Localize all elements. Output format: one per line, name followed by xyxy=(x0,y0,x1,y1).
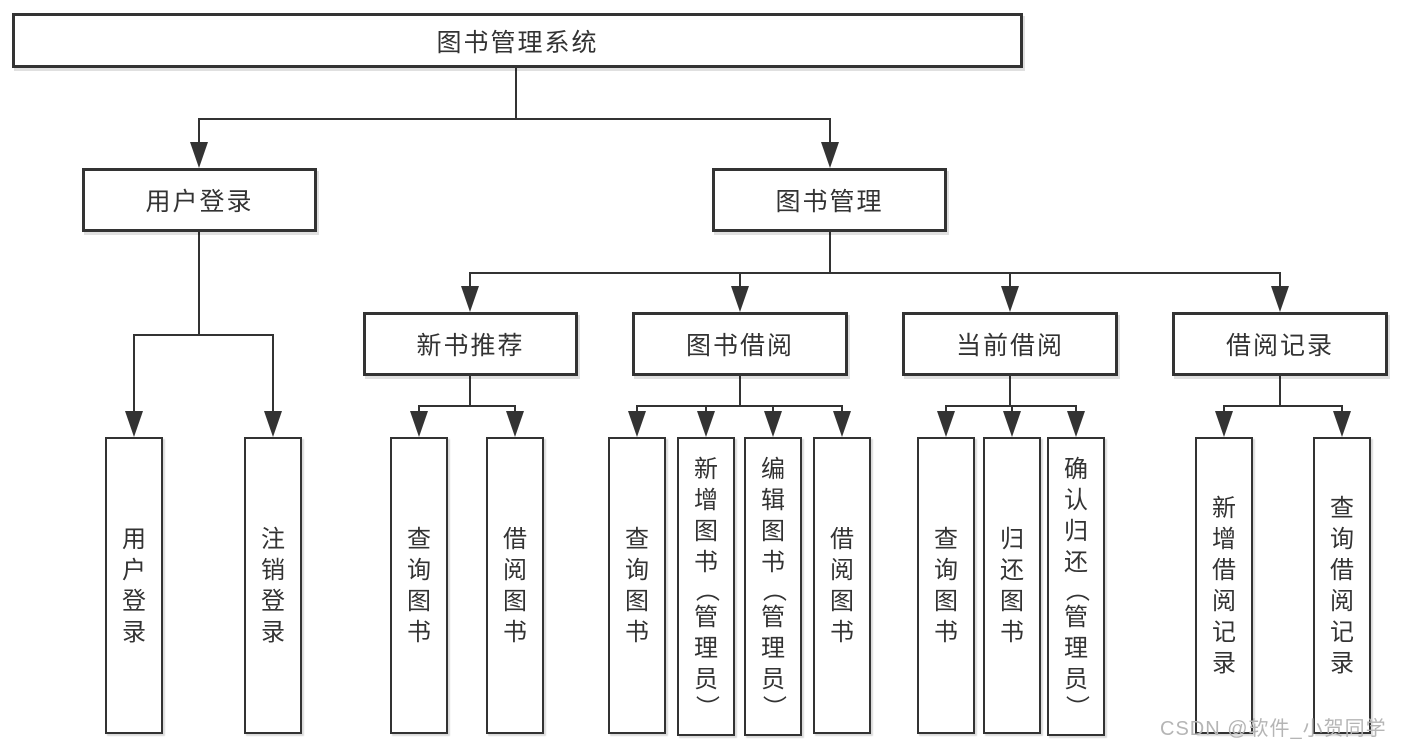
connector-line xyxy=(1009,376,1011,407)
leaf-add-borrow-record: 新增借阅记录 xyxy=(1195,437,1253,734)
arrow-down-icon xyxy=(628,411,646,437)
connector-line xyxy=(469,272,471,288)
leaf-edit-books-admin: 编辑图书（管理员） xyxy=(744,437,802,736)
connector-line xyxy=(470,272,1281,274)
connector-line xyxy=(841,405,843,413)
connector-line xyxy=(739,376,741,407)
connector-line xyxy=(1341,405,1343,413)
arrow-down-icon xyxy=(764,411,782,437)
arrow-down-icon xyxy=(125,411,143,437)
node-new-book-recommendation: 新书推荐 xyxy=(363,312,578,376)
node-borrowing-records: 借阅记录 xyxy=(1172,312,1388,376)
node-current-borrowing: 当前借阅 xyxy=(902,312,1118,376)
leaf-query-books-recommend: 查询图书 xyxy=(390,437,448,734)
connector-line xyxy=(198,118,831,120)
leaf-query-borrow-record: 查询借阅记录 xyxy=(1313,437,1371,734)
arrow-down-icon xyxy=(937,411,955,437)
connector-line xyxy=(772,405,774,413)
csdn-watermark: CSDN @软件_小贺同学 xyxy=(1160,718,1387,740)
connector-line xyxy=(1224,405,1343,407)
arrow-down-icon xyxy=(1215,411,1233,437)
connector-line xyxy=(469,376,471,407)
connector-line xyxy=(133,334,274,336)
connector-line xyxy=(739,272,741,288)
leaf-user-login: 用户登录 xyxy=(105,437,163,734)
connector-line xyxy=(829,118,831,143)
arrow-down-icon xyxy=(461,286,479,312)
arrow-down-icon xyxy=(1271,286,1289,312)
connector-line xyxy=(1223,405,1225,413)
arrow-down-icon xyxy=(731,286,749,312)
leaf-query-books-borrowing: 查询图书 xyxy=(608,437,666,734)
connector-line xyxy=(1011,405,1013,413)
arrow-down-icon xyxy=(410,411,428,437)
arrow-down-icon xyxy=(1333,411,1351,437)
arrow-down-icon xyxy=(697,411,715,437)
leaf-confirm-return-admin: 确认归还（管理员） xyxy=(1047,437,1105,736)
connector-line xyxy=(945,405,947,413)
connector-line xyxy=(1279,272,1281,288)
leaf-borrow-books-recommend: 借阅图书 xyxy=(486,437,544,734)
connector-line xyxy=(829,232,831,274)
arrow-down-icon xyxy=(833,411,851,437)
arrow-down-icon xyxy=(264,411,282,437)
arrow-down-icon xyxy=(1001,286,1019,312)
node-book-management: 图书管理 xyxy=(712,168,947,232)
connector-line xyxy=(1009,272,1011,288)
leaf-query-books-current: 查询图书 xyxy=(917,437,975,734)
leaf-borrow-books: 借阅图书 xyxy=(813,437,871,734)
leaf-return-books: 归还图书 xyxy=(983,437,1041,734)
arrow-down-icon xyxy=(821,142,839,168)
arrow-down-icon xyxy=(1003,411,1021,437)
connector-line xyxy=(1279,374,1281,407)
connector-line xyxy=(133,334,135,412)
connector-line xyxy=(514,405,516,413)
leaf-logout: 注销登录 xyxy=(244,437,302,734)
arrow-down-icon xyxy=(1067,411,1085,437)
arrow-down-icon xyxy=(506,411,524,437)
leaf-add-books-admin: 新增图书（管理员） xyxy=(677,437,735,736)
node-user-login: 用户登录 xyxy=(82,168,317,232)
connector-line xyxy=(419,405,516,407)
node-library-management-system: 图书管理系统 xyxy=(12,13,1023,68)
arrow-down-icon xyxy=(190,142,208,168)
connector-line xyxy=(1075,405,1077,413)
connector-line xyxy=(418,405,420,413)
connector-line xyxy=(637,405,843,407)
connector-line xyxy=(198,232,200,336)
connector-line xyxy=(636,405,638,413)
connector-line xyxy=(198,118,200,143)
connector-line xyxy=(272,334,274,412)
connector-line xyxy=(515,65,517,119)
node-book-borrowing: 图书借阅 xyxy=(632,312,848,376)
connector-line xyxy=(705,405,707,413)
